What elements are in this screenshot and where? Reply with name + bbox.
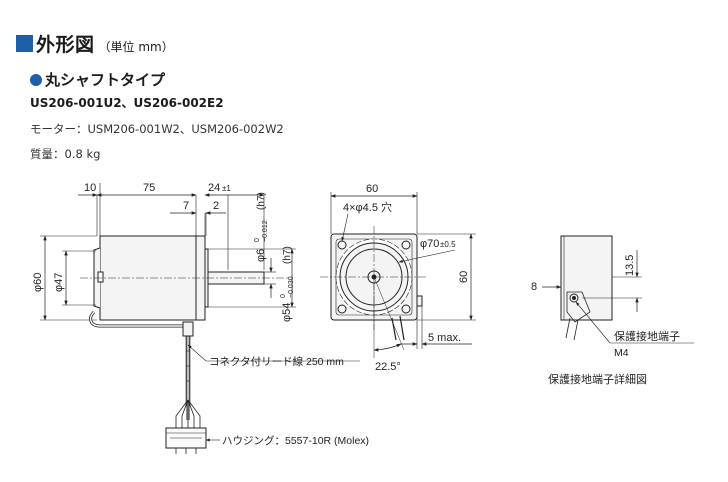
shaft-fit: (h7)	[256, 192, 267, 210]
mounting-holes: 4×φ4.5 穴	[343, 200, 392, 214]
front-view	[320, 192, 476, 358]
dim-24-tol: ±1	[222, 184, 231, 193]
terminal-size: M4	[614, 347, 629, 359]
dia-47: φ47	[53, 273, 65, 292]
dim-8: 8	[531, 281, 537, 293]
pcd-diameter: φ70	[420, 238, 439, 250]
dim-2: 2	[213, 200, 219, 212]
shaft-tol-top: 0	[254, 238, 261, 242]
pilot-tol-bottom: −0.030	[288, 276, 295, 298]
dim-75: 75	[143, 182, 155, 194]
dia-60: φ60	[32, 273, 44, 292]
subsection-title: 丸シャフトタイプ	[45, 71, 166, 89]
angle-22-5: 22.5°	[375, 361, 401, 373]
detail-view	[542, 235, 694, 344]
blue-dot-icon	[30, 73, 42, 86]
pilot-fit: (h7)	[282, 246, 293, 264]
lead-wire-label: コネクタ付リード線 250 mm	[209, 355, 344, 368]
subsection-title-row: 丸シャフトタイプ	[30, 69, 165, 90]
pilot-tol-top: 0	[280, 294, 287, 298]
motor-model: モーター：USM206-001W2、USM206-002W2	[30, 122, 284, 136]
section-header: 外形図 （単位 mm）	[16, 30, 174, 57]
unit-note: （単位 mm）	[98, 40, 174, 54]
pcd-tol: ±0.5	[440, 240, 456, 249]
ground-terminal-label: 保護接地端子	[614, 329, 680, 343]
side-view	[40, 183, 360, 454]
detail-caption: 保護接地端子詳細図	[548, 372, 647, 386]
shaft-tol-bottom: −0.012	[262, 220, 269, 242]
side-view-labels: 10 75 24 ±1 7 2 φ6 0 −0.012 (h7) φ54 0 −…	[32, 182, 369, 447]
dim-60-right: 60	[458, 271, 470, 283]
mass-value: 質量：0.8 kg	[30, 147, 101, 161]
shaft-diameter: φ6	[255, 249, 267, 262]
front-view-labels: 60 4×φ4.5 穴 φ70 ±0.5 60 5 max. 22.5°	[343, 183, 470, 373]
dim-5-max: 5 max.	[428, 332, 461, 344]
pilot-diameter: φ54	[281, 303, 293, 322]
dim-13-5: 13.5	[624, 255, 636, 276]
dim-7: 7	[183, 200, 189, 212]
dim-60-top: 60	[366, 183, 378, 195]
dim-10: 10	[84, 182, 96, 194]
dim-24: 24	[208, 182, 220, 194]
section-title: 外形図	[36, 34, 95, 56]
model-numbers: US206-001U2、US206-002E2	[30, 96, 224, 110]
blue-square-icon	[16, 35, 33, 52]
detail-view-labels: 13.5 8 保護接地端子 M4 保護接地端子詳細図	[531, 255, 680, 386]
housing-label: ハウジング：5557-10R (Molex)	[222, 434, 369, 447]
